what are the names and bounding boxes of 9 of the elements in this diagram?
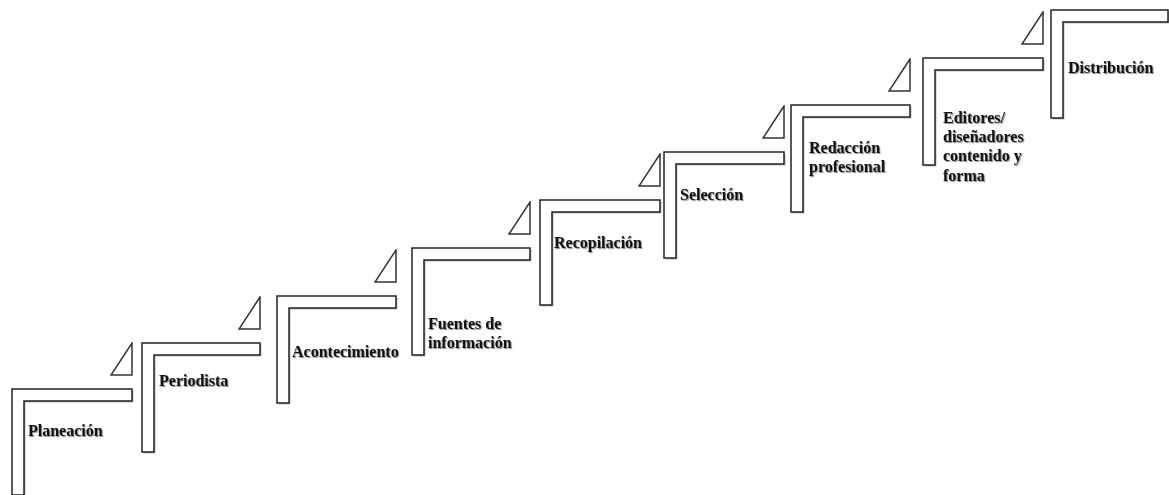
step-label: Periodista: [159, 371, 229, 391]
step-label: Planeación: [28, 421, 103, 441]
step-label: Distribución: [1068, 58, 1154, 78]
step-label: Redacción profesional: [809, 138, 887, 177]
step-label: Selección: [680, 185, 744, 205]
step-label: Editores/ diseñadores contenido y forma: [943, 108, 1025, 185]
step-label: Recopilación: [554, 233, 642, 253]
step-label: Acontecimiento: [292, 342, 399, 362]
step-label: Fuentes de información: [428, 314, 513, 353]
